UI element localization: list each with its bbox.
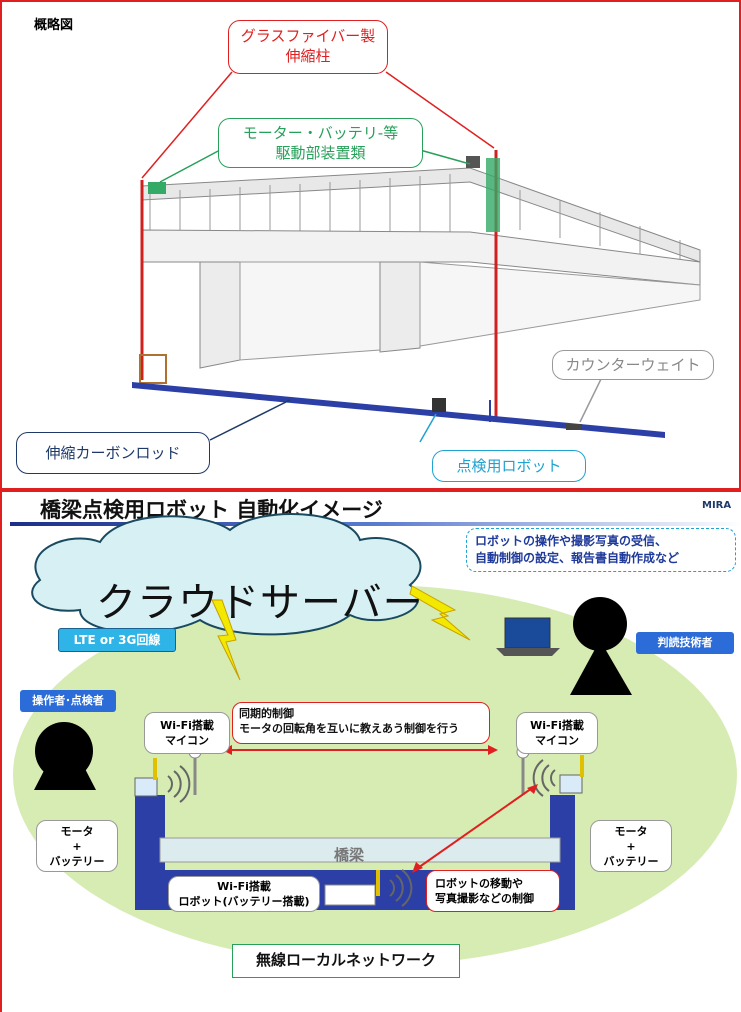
motor-battery-left: モータ + バッテリー (36, 820, 118, 872)
callout-counterweight: カウンターウェイト (552, 350, 714, 380)
mira-logo: MIRA (702, 500, 732, 511)
engineer-head (573, 597, 627, 651)
operator-badge: 操作者･点検者 (20, 690, 116, 712)
robot-control-bubble: ロボットの移動や 写真撮影などの制御 (426, 870, 560, 912)
wifi-microcontroller-left: Wi-Fi搭載 マイコン (144, 712, 230, 754)
engineer-body (570, 640, 632, 695)
title-underline (10, 522, 741, 526)
lightning-icon-left (211, 599, 241, 681)
callout-drive-units: モーター・バッテリ-等 駆動部装置類 (218, 118, 423, 168)
bridge-illustration (132, 71, 701, 443)
lightning-icon-right (409, 585, 471, 641)
engineer-badge: 判読技術者 (636, 632, 734, 654)
network-diagram (13, 513, 737, 965)
motor-unit-right (559, 774, 583, 794)
wireless-lan-label: 無線ローカルネットワーク (232, 944, 460, 978)
operator-head (35, 722, 93, 780)
cloud-server-label: クラウドサーバー (96, 580, 424, 626)
automation-panel (0, 490, 741, 1012)
bridge-label: 橋梁 (334, 846, 365, 864)
drive-unit-right (486, 158, 500, 232)
carbon-rod (132, 382, 665, 438)
engineer-tasks-note: ロボットの操作や撮影写真の受信、 自動制御の設定、報告書自動作成など (466, 528, 736, 572)
callout-carbon-rod: 伸縮カーボンロッド (16, 432, 210, 474)
drive-unit-left (148, 182, 166, 194)
robot-unit (324, 884, 376, 906)
railing (149, 174, 681, 262)
inspection-robot (432, 398, 446, 412)
motor-battery-right: モータ + バッテリー (590, 820, 672, 872)
overview-caption: 概略図 (34, 18, 74, 33)
callout-fiberglass-pole: グラスファイバー製 伸縮柱 (228, 20, 388, 74)
wifi-microcontroller-right: Wi-Fi搭載 マイコン (516, 712, 598, 754)
laptop-icon (504, 617, 551, 649)
overview-panel (0, 0, 741, 490)
robot-wifi-bubble: Wi-Fi搭載 ロボット(バッテリー搭載) (168, 876, 320, 912)
sync-control-bubble: 同期的制御 モータの回転角を互いに教えあう制御を行う (232, 702, 490, 744)
motor-unit-left (134, 777, 158, 797)
callout-robot: 点検用ロボット (432, 450, 586, 482)
lte-badge: LTE or 3G回線 (58, 628, 176, 652)
